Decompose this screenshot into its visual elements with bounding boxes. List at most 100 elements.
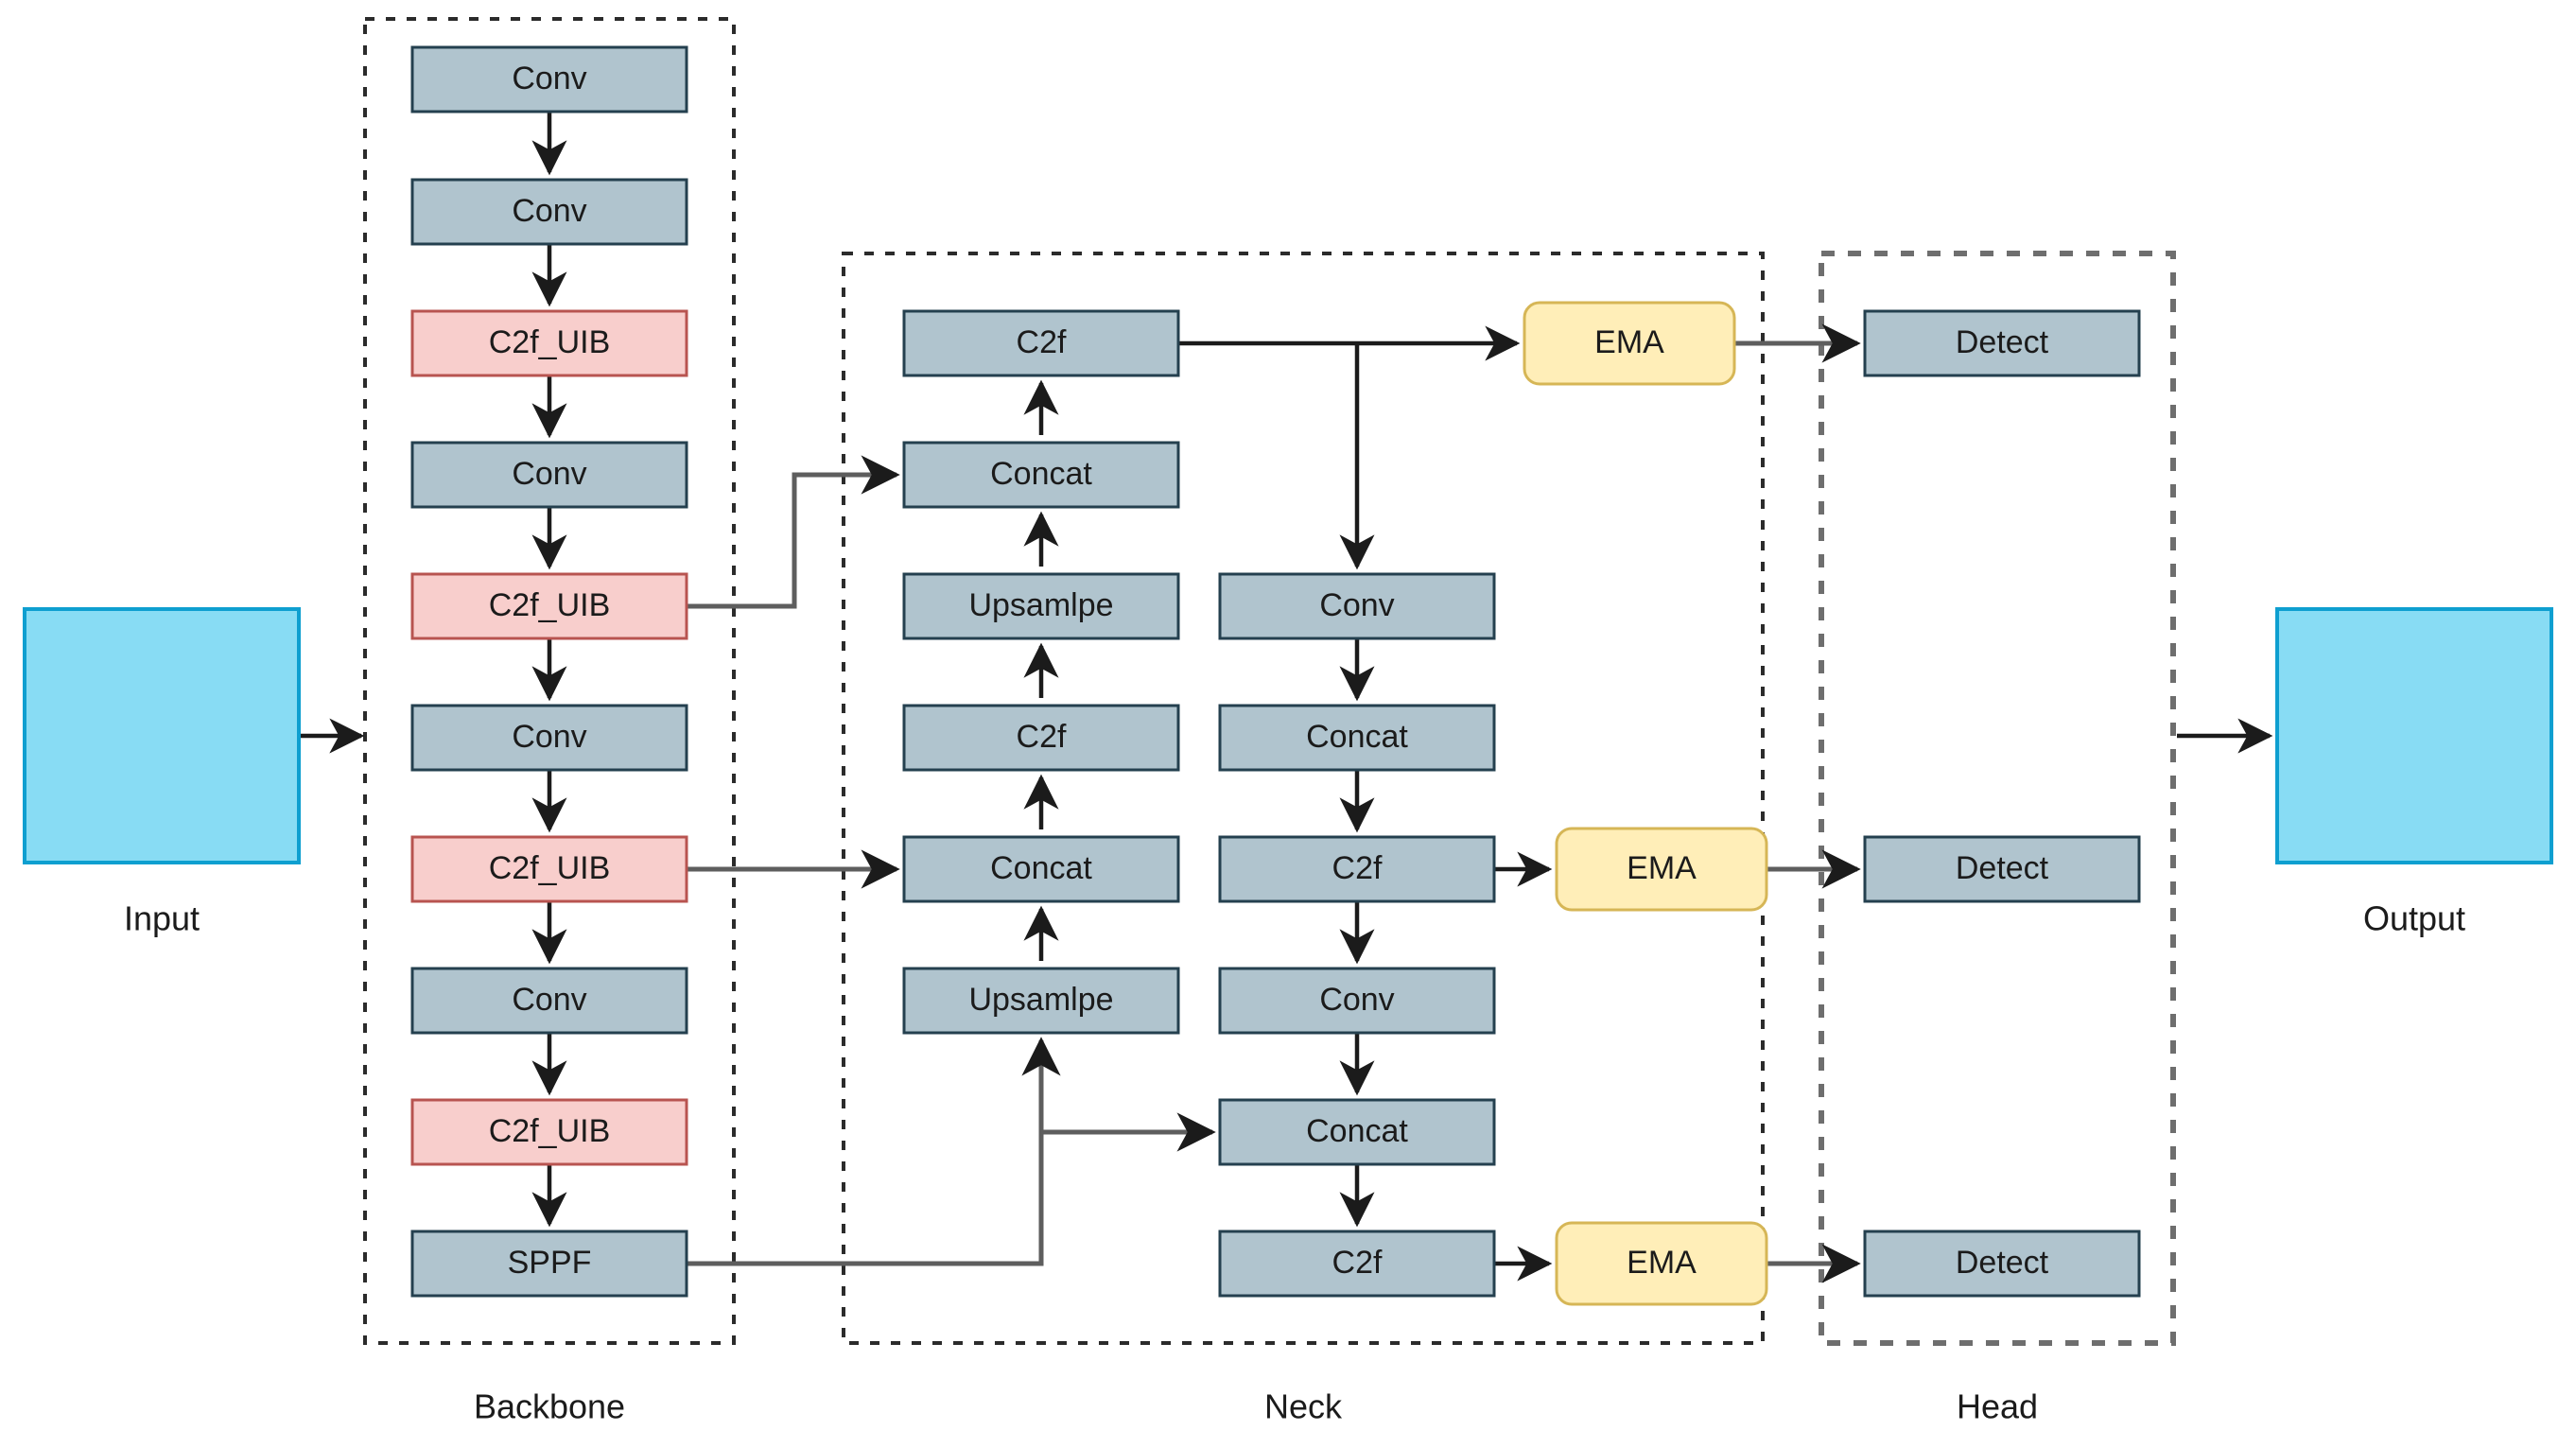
block-label-nr3: C2f xyxy=(1332,850,1383,886)
block-rect-nl4 xyxy=(902,572,1180,640)
block-bb7[interactable]: C2f_UIB xyxy=(410,835,688,903)
block-rect-bb4 xyxy=(410,441,688,509)
block-rect-nr2 xyxy=(1218,704,1496,772)
group-labels: Backbone Neck Head xyxy=(474,1387,2038,1426)
block-rect-bb8 xyxy=(410,967,688,1035)
group-containers xyxy=(363,17,2176,1346)
block-nl5[interactable]: Concat xyxy=(902,441,1180,509)
block-nl3[interactable]: C2f xyxy=(902,704,1180,772)
block-rect-bb2 xyxy=(410,178,688,246)
connection-edges xyxy=(299,112,2273,1283)
block-nl2[interactable]: Concat xyxy=(902,835,1180,903)
block-label-ema3: EMA xyxy=(1627,1245,1697,1281)
block-det1[interactable]: Detect xyxy=(1863,309,2141,377)
block-label-nl3: C2f xyxy=(1017,719,1067,755)
block-label-nr1: Conv xyxy=(1319,587,1394,623)
block-bb3[interactable]: C2f_UIB xyxy=(410,309,688,377)
input-rect xyxy=(23,607,301,864)
block-label-bb8: Conv xyxy=(512,982,586,1018)
block-label-nl1: Upsamlpe xyxy=(968,982,1113,1018)
block-label-ema1: EMA xyxy=(1594,324,1664,360)
group-container-neck xyxy=(842,252,1765,1345)
block-rect-nr1 xyxy=(1218,572,1496,640)
block-nl1[interactable]: Upsamlpe xyxy=(902,967,1180,1035)
block-rect-bb1 xyxy=(410,45,688,113)
block-rect-bb3 xyxy=(410,309,688,377)
block-label-nr2: Concat xyxy=(1306,719,1408,755)
block-label-bb4: Conv xyxy=(512,456,586,492)
block-label-bb10: SPPF xyxy=(508,1245,592,1281)
block-nr5[interactable]: Concat xyxy=(1218,1098,1496,1166)
block-ema1[interactable]: EMA xyxy=(1523,301,1736,386)
block-label-nr6: C2f xyxy=(1332,1245,1383,1281)
block-det3[interactable]: Detect xyxy=(1863,1230,2141,1298)
block-label-nl6: C2f xyxy=(1017,324,1067,360)
block-rect-det3 xyxy=(1863,1230,2141,1298)
block-bb9[interactable]: C2f_UIB xyxy=(410,1098,688,1166)
block-nr4[interactable]: Conv xyxy=(1218,967,1496,1035)
block-rect-nl5 xyxy=(902,441,1180,509)
block-rect-bb10 xyxy=(410,1230,688,1298)
block-label-nl5: Concat xyxy=(990,456,1092,492)
block-rect-nl1 xyxy=(902,967,1180,1035)
block-bb4[interactable]: Conv xyxy=(410,441,688,509)
block-nr6[interactable]: C2f xyxy=(1218,1230,1496,1298)
block-bb10[interactable]: SPPF xyxy=(410,1230,688,1298)
block-nr2[interactable]: Concat xyxy=(1218,704,1496,772)
block-label-nr5: Concat xyxy=(1306,1113,1408,1149)
edge-e-bb5-nl5 xyxy=(687,455,900,609)
block-bb6[interactable]: Conv xyxy=(410,704,688,772)
block-nr1[interactable]: Conv xyxy=(1218,572,1496,640)
output-rect xyxy=(2275,607,2553,864)
block-bb1[interactable]: Conv xyxy=(410,45,688,113)
block-rect-det2 xyxy=(1863,835,2141,903)
block-rect-bb9 xyxy=(410,1098,688,1166)
input-label: Input xyxy=(124,899,200,938)
block-rect-nl3 xyxy=(902,704,1180,772)
block-rect-nr3 xyxy=(1218,835,1496,903)
block-label-bb5: C2f_UIB xyxy=(489,587,611,623)
block-rect-nr6 xyxy=(1218,1230,1496,1298)
output-block[interactable]: Output xyxy=(2275,607,2553,938)
group-container-head xyxy=(1819,251,2176,1346)
block-bb5[interactable]: C2f_UIB xyxy=(410,572,688,640)
block-nr3[interactable]: C2f xyxy=(1218,835,1496,903)
input-block[interactable]: Input xyxy=(23,607,301,938)
output-label: Output xyxy=(2363,899,2465,938)
block-rect-nr5 xyxy=(1218,1098,1496,1166)
group-label-head: Head xyxy=(1957,1387,2038,1426)
block-rect-ema1 xyxy=(1523,301,1736,386)
block-label-det1: Detect xyxy=(1956,324,2049,360)
block-rect-ema3 xyxy=(1555,1221,1768,1306)
group-container-backbone xyxy=(363,17,736,1345)
block-rect-bb6 xyxy=(410,704,688,772)
group-label-backbone: Backbone xyxy=(474,1387,625,1426)
block-label-bb7: C2f_UIB xyxy=(489,850,611,886)
block-nl6[interactable]: C2f xyxy=(902,309,1180,377)
block-nodes: ConvConvC2f_UIBConvC2f_UIBConvC2f_UIBCon… xyxy=(410,45,2141,1306)
group-label-neck: Neck xyxy=(1264,1387,1343,1426)
block-nl4[interactable]: Upsamlpe xyxy=(902,572,1180,640)
block-rect-nl2 xyxy=(902,835,1180,903)
block-label-bb2: Conv xyxy=(512,193,586,229)
block-label-bb6: Conv xyxy=(512,719,586,755)
block-rect-bb5 xyxy=(410,572,688,640)
block-ema3[interactable]: EMA xyxy=(1555,1221,1768,1306)
block-rect-nr4 xyxy=(1218,967,1496,1035)
block-rect-det1 xyxy=(1863,309,2141,377)
block-label-bb3: C2f_UIB xyxy=(489,324,611,360)
edge-e-bb10-nl1 xyxy=(687,1037,1061,1266)
block-rect-ema2 xyxy=(1555,827,1768,912)
block-det2[interactable]: Detect xyxy=(1863,835,2141,903)
block-label-ema2: EMA xyxy=(1627,850,1697,886)
block-ema2[interactable]: EMA xyxy=(1555,827,1768,912)
block-bb8[interactable]: Conv xyxy=(410,967,688,1035)
block-label-bb9: C2f_UIB xyxy=(489,1113,611,1149)
block-label-det3: Detect xyxy=(1956,1245,2049,1281)
block-label-nl2: Concat xyxy=(990,850,1092,886)
block-bb2[interactable]: Conv xyxy=(410,178,688,246)
block-label-nl4: Upsamlpe xyxy=(968,587,1113,623)
block-label-det2: Detect xyxy=(1956,850,2049,886)
